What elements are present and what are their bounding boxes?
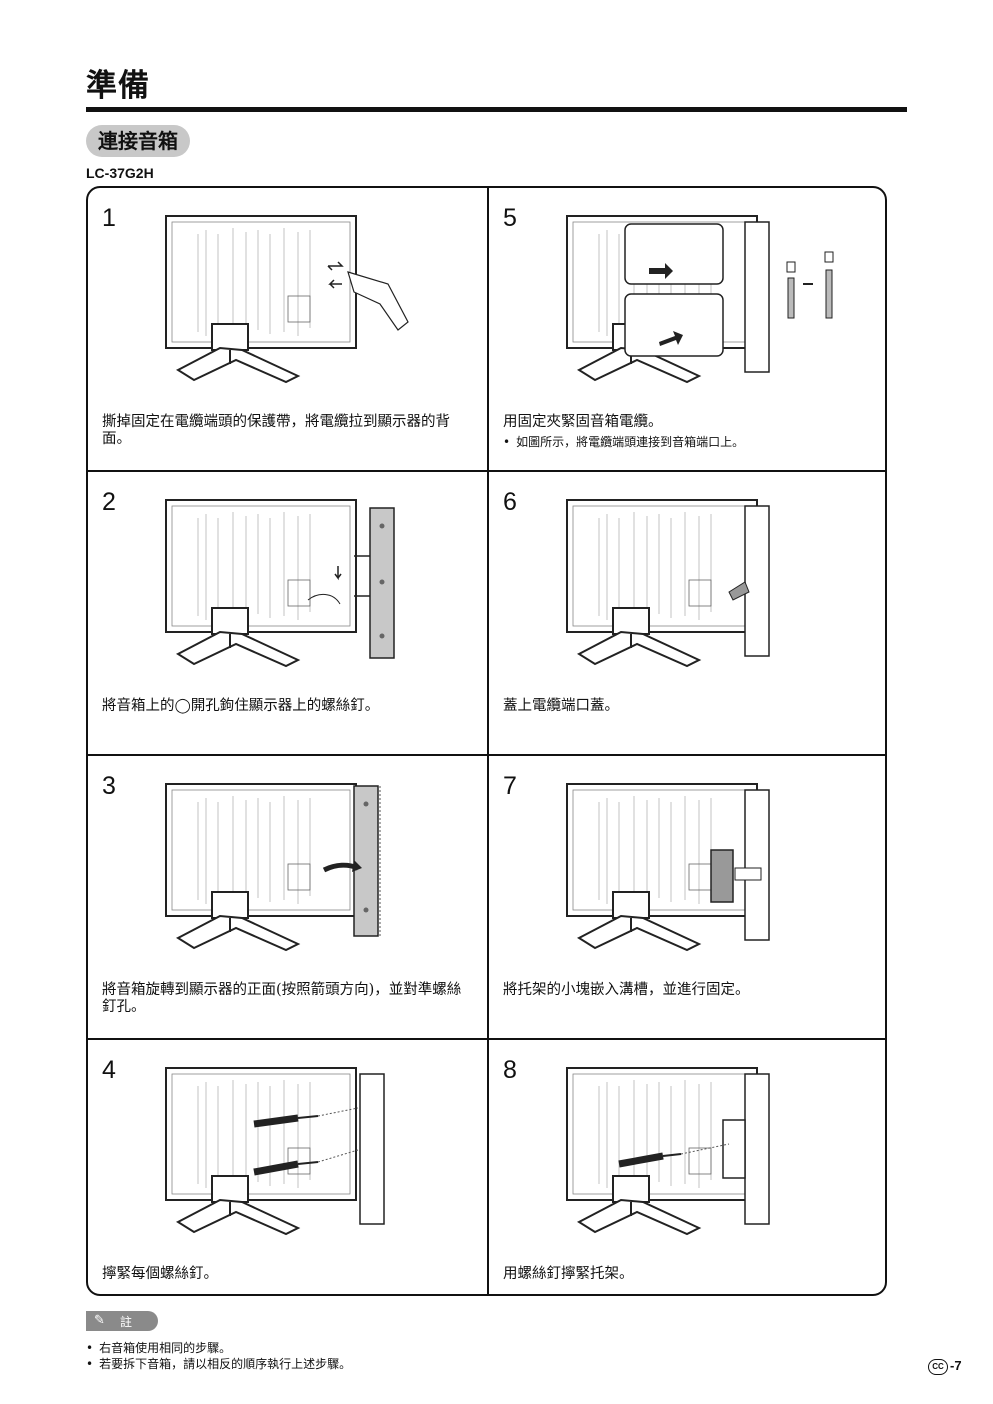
step-number: 7 (503, 772, 517, 800)
grid-divider (88, 754, 885, 756)
step-4: 4 擰緊每個螺絲釘。 (88, 1040, 487, 1322)
note-badge: ✎ 註 (86, 1311, 158, 1331)
step-6-illustration (566, 499, 770, 667)
step-bullet: 如圖所示，將電纜端頭連接到音箱端口上。 (503, 434, 883, 450)
page-number: CC-7 (928, 1358, 962, 1375)
step-number: 3 (102, 772, 116, 800)
step-2-illustration (165, 499, 395, 667)
step-8: 8 用螺絲釘擰緊托架。 (489, 1040, 888, 1322)
page-number-text: -7 (950, 1358, 962, 1373)
cc-icon: CC (928, 1358, 948, 1375)
step-text: 蓋上電纜端口蓋。 (503, 698, 619, 714)
grid-divider (88, 470, 885, 472)
page-title: 準備 (86, 68, 150, 104)
grid-divider-vertical (487, 188, 489, 1294)
step-text: 用螺絲釘擰緊托架。 (503, 1266, 634, 1282)
grid-divider (88, 1038, 885, 1040)
step-number: 1 (102, 204, 116, 232)
step-2: 2 將音箱上的◯開孔鉤住顯示器上的螺絲釘。 (88, 472, 487, 754)
step-3: 3 將音箱旋轉到顯示器的正面(按照箭頭方向)，並對準螺絲釘孔。 (88, 756, 487, 1038)
step-5: 5 用固定夾緊固音箱電纜。 如圖所示，將電纜端頭連接到音箱端口上。 (489, 188, 888, 470)
step-text: 撕掉固定在電纜端頭的保護帶，將電纜拉到顯示器的背面。 (102, 414, 450, 447)
step-text: 將音箱上的◯開孔鉤住顯示器上的螺絲釘。 (102, 698, 380, 714)
step-text: 將托架的小塊嵌入溝槽，並進行固定。 (503, 982, 750, 998)
step-1-illustration (165, 215, 409, 383)
section-badge: 連接音箱 (86, 125, 190, 157)
step-6: 6 蓋上電纜端口蓋。 (489, 472, 888, 754)
title-rule (86, 107, 907, 112)
pencil-icon: ✎ (94, 1313, 105, 1328)
notes: 右音箱使用相同的步驟。 若要拆下音箱，請以相反的順序執行上述步驟。 (86, 1340, 351, 1372)
step-3-illustration (165, 783, 381, 951)
step-7: 7 將托架的小塊嵌入溝槽，並進行固定。 (489, 756, 888, 1038)
step-4-illustration (165, 1067, 385, 1235)
note-label: 註 (120, 1315, 133, 1329)
step-number: 2 (102, 488, 116, 516)
step-number: 8 (503, 1056, 517, 1084)
step-number: 4 (102, 1056, 116, 1084)
step-number: 6 (503, 488, 517, 516)
note-item: 若要拆下音箱，請以相反的順序執行上述步驟。 (86, 1356, 351, 1372)
steps-grid: 1 撕掉固定在電纜端頭的保護帶，將電纜拉到顯示器的背面。 2 將音箱上的◯開孔鉤… (86, 186, 887, 1296)
step-text: 擰緊每個螺絲釘。 (102, 1266, 218, 1282)
step-text: 用固定夾緊固音箱電纜。 (503, 414, 663, 430)
note-item: 右音箱使用相同的步驟。 (86, 1340, 351, 1356)
step-7-illustration (566, 783, 770, 951)
step-1: 1 撕掉固定在電纜端頭的保護帶，將電纜拉到顯示器的背面。 (88, 188, 487, 470)
step-5-illustration (566, 215, 834, 383)
step-text: 將音箱旋轉到顯示器的正面(按照箭頭方向)，並對準螺絲釘孔。 (102, 982, 462, 1015)
model-label: LC-37G2H (86, 165, 154, 181)
step-number: 5 (503, 204, 517, 232)
step-8-illustration (566, 1067, 770, 1235)
